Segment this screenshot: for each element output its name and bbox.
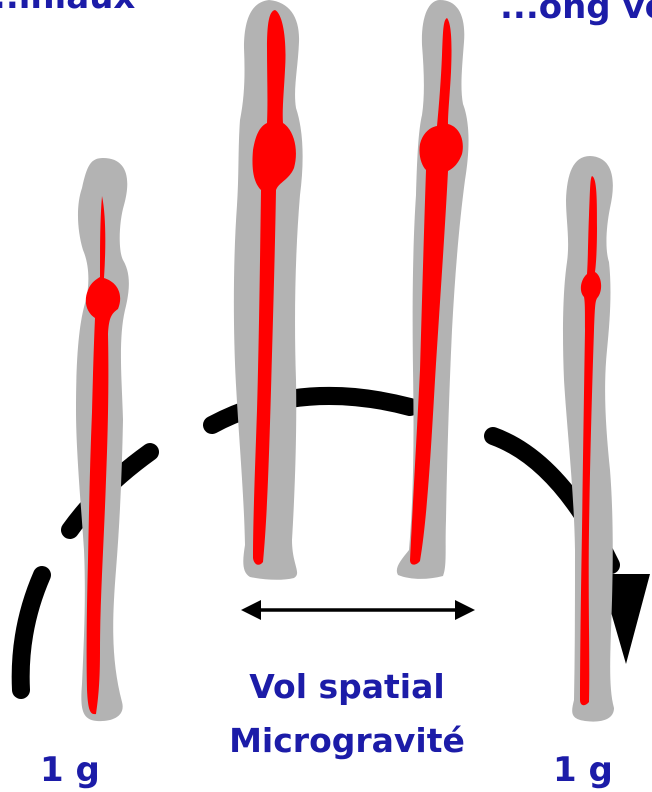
human-silhouette-icon [563,156,614,722]
human-silhouette-icon [397,0,469,579]
human-silhouette-icon [76,158,129,721]
top-right-label: ...ong vol [500,0,652,27]
top-left-label: ...iniaux [0,0,135,17]
left-gravity-label: 1 g [40,750,100,790]
right-gravity-label: 1 g [553,750,613,790]
microgravity-label: Microgravité [229,721,465,760]
human-silhouette-icon [234,0,303,580]
left-lower-arc [21,575,42,690]
flight-label: Vol spatial [249,667,444,706]
double-arrow-icon [241,600,475,620]
